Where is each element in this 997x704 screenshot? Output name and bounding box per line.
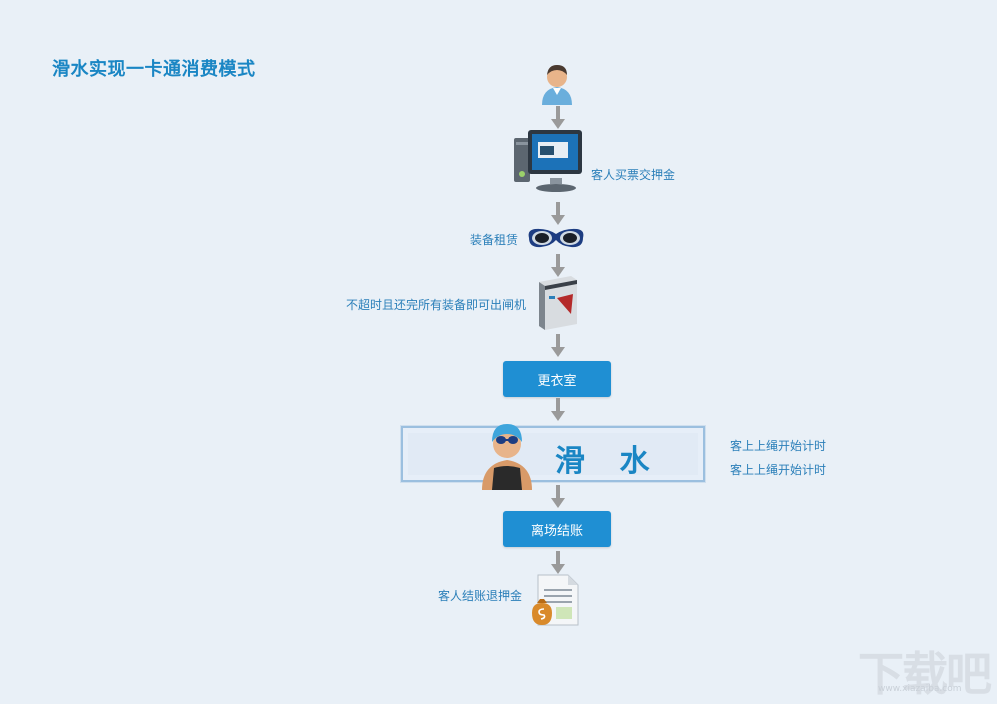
slide-title: 滑 水 bbox=[555, 444, 662, 479]
swimmer-icon bbox=[482, 424, 532, 490]
turnstile-gate-icon bbox=[539, 276, 577, 330]
arrow-down-icon bbox=[551, 254, 565, 277]
watermark-logo: 下载吧 bbox=[858, 647, 992, 701]
receipt-money-icon bbox=[532, 574, 579, 626]
watermark-url: www.xiazaiba.com bbox=[878, 684, 962, 694]
arrow-down-icon bbox=[551, 398, 565, 421]
ticket-deposit-label: 客人买票交押金 bbox=[591, 168, 676, 182]
arrow-down-icon bbox=[551, 334, 565, 357]
arrow-down-icon bbox=[551, 202, 565, 225]
timing-label: 客上上绳开始计时 bbox=[730, 463, 827, 477]
arrow-down-icon bbox=[551, 551, 565, 574]
timing-label: 客上上绳开始计时 bbox=[730, 439, 827, 453]
refund-deposit-label: 客人结账退押金 bbox=[438, 589, 523, 603]
arrow-down-icon bbox=[551, 485, 565, 508]
arrow-down-icon bbox=[551, 106, 565, 129]
goggles-icon bbox=[528, 228, 584, 248]
page-title: 滑水实现一卡通消费模式 bbox=[52, 59, 256, 80]
customer-icon bbox=[542, 65, 572, 105]
checkout-box: 离场结账 bbox=[503, 511, 611, 547]
changing-room-box: 更衣室 bbox=[503, 361, 611, 397]
equipment-rental-label: 装备租赁 bbox=[470, 233, 519, 247]
computer-terminal-icon bbox=[514, 130, 582, 192]
gate-exit-label: 不超时且还完所有装备即可出闸机 bbox=[346, 298, 527, 312]
slide-activity-box bbox=[401, 426, 705, 482]
